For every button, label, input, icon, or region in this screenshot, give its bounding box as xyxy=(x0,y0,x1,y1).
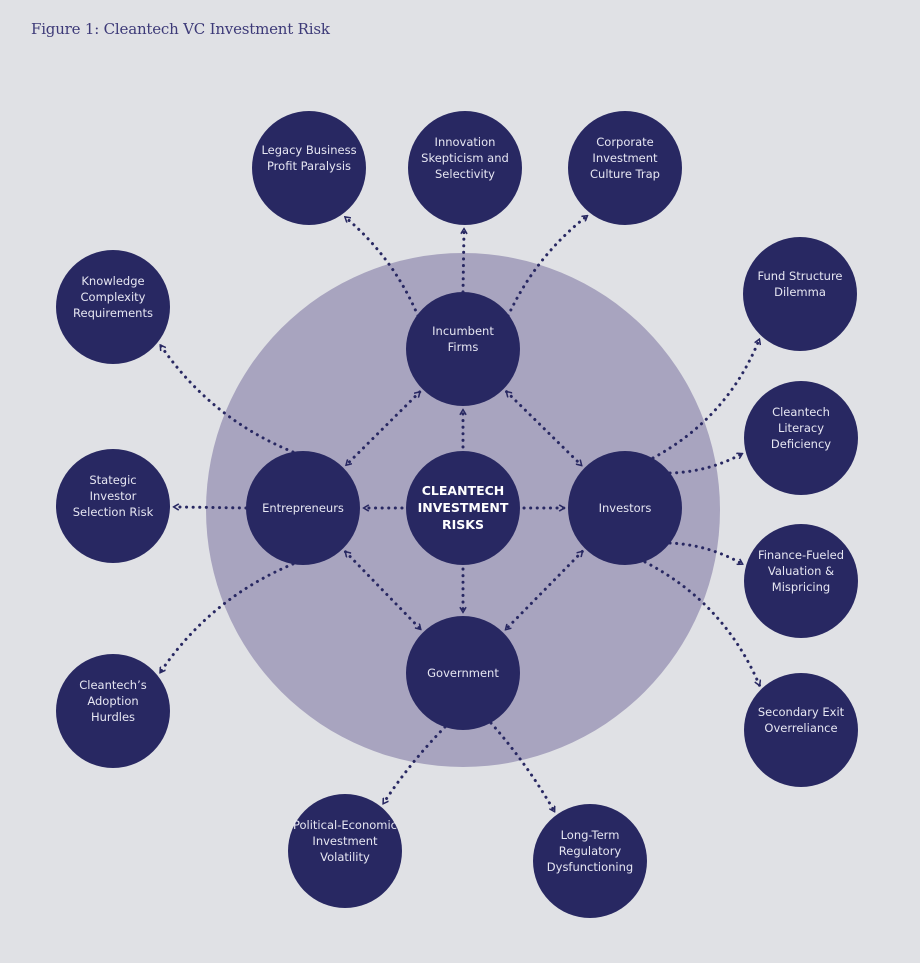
risk-node-knowledge-label: Knowledge xyxy=(81,274,144,288)
link-incumbent-innovation xyxy=(461,227,466,294)
risk-node-political-circle xyxy=(288,794,402,908)
risk-node-political-label: Volatility xyxy=(320,850,370,864)
link-entrepreneurs-adoption xyxy=(158,562,295,674)
risk-node-adoption-label: Adoption xyxy=(87,694,138,708)
risk-node-knowledge-circle xyxy=(56,250,170,364)
risk-node-knowledge-label: Complexity xyxy=(81,290,146,304)
risk-node-strategic-circle xyxy=(56,449,170,563)
actor-node-incumbent-circle xyxy=(406,292,520,406)
risk-node-adoption-circle xyxy=(56,654,170,768)
risk-node-legacy-label: Profit Paralysis xyxy=(267,159,351,173)
risk-node-adoption-label: Cleantech’s xyxy=(79,678,146,692)
actor-node-government: Government xyxy=(406,616,520,730)
risk-node-secondary-circle xyxy=(744,673,858,787)
risk-node-literacy-label: Cleantech xyxy=(772,405,830,419)
risk-node-finance-label: Finance-Fueled xyxy=(758,548,844,562)
nodes-layer: CLEANTECH INVESTMENT RISKS IncumbentFirmsEn… xyxy=(56,111,858,918)
risk-node-innovation-label: Innovation xyxy=(435,135,496,149)
link-investors-secondary xyxy=(643,560,761,687)
risk-node-finance-circle xyxy=(744,524,858,638)
center-node-label: INVESTMENT xyxy=(418,500,509,515)
risk-node-regulatory-label: Long-Term xyxy=(561,828,620,842)
link-incumbent-legacy xyxy=(343,215,420,318)
risk-node-fund-label: Dilemma xyxy=(774,285,826,299)
risk-node-strategic-label: Selection Risk xyxy=(73,505,154,519)
link-investors-literacy xyxy=(668,452,744,475)
risk-node-secondary-label: Secondary Exit xyxy=(758,705,845,719)
figure-title: Figure 1: Cleantech VC Investment Risk xyxy=(31,20,330,38)
risk-node-corporate-label: Investment xyxy=(592,151,658,165)
actor-node-incumbent-label: Firms xyxy=(448,340,479,354)
risk-node-strategic-label: Investor xyxy=(90,489,137,503)
risk-node-regulatory-circle xyxy=(533,804,647,918)
risk-node-strategic-label: Stategic xyxy=(89,473,136,487)
risk-node-secondary-label: Overreliance xyxy=(764,721,837,735)
actor-node-investors-label: Investors xyxy=(599,501,652,515)
risk-node-fund-label: Fund Structure xyxy=(757,269,842,283)
actor-node-investors-circle xyxy=(568,451,682,565)
risk-node-literacy-circle xyxy=(744,381,858,495)
risk-node-finance-label: Valuation & xyxy=(768,564,834,578)
link-investors-finance xyxy=(668,541,744,566)
links-layer xyxy=(158,214,761,812)
risk-node-corporate-circle xyxy=(568,111,682,225)
risk-node-literacy-label: Literacy xyxy=(778,421,824,435)
actor-node-entrepreneurs-label: Entrepreneurs xyxy=(262,501,344,515)
actor-node-incumbent-label: Incumbent xyxy=(432,324,494,338)
actor-node-entrepreneurs: Entrepreneurs xyxy=(246,451,360,565)
center-node-label: RISKS xyxy=(442,517,484,532)
risk-node-literacy-label: Deficiency xyxy=(771,437,831,451)
risk-node-corporate-label: Culture Trap xyxy=(590,167,660,181)
actor-node-entrepreneurs-circle xyxy=(246,451,360,565)
center-node: CLEANTECH INVESTMENT RISKS xyxy=(406,451,520,565)
risk-node-knowledge-label: Requirements xyxy=(73,306,153,320)
center-node-circle xyxy=(406,451,520,565)
risk-node-legacy-circle xyxy=(252,111,366,225)
risk-node-innovation-circle xyxy=(408,111,522,225)
link-investors-fund xyxy=(651,337,761,460)
risk-node-regulatory-label: Dysfunctioning xyxy=(547,860,633,874)
risk-node-political-label: Investment xyxy=(312,834,378,848)
link-entrepreneurs-strategic xyxy=(172,505,248,510)
actor-node-investors: Investors xyxy=(568,451,682,565)
risk-node-legacy-label: Legacy Business xyxy=(261,143,356,157)
center-node-label: CLEANTECH xyxy=(422,483,505,498)
actor-node-government-circle xyxy=(406,616,520,730)
risk-node-political-label: Political-Economic xyxy=(293,818,397,832)
risk-node-innovation-label: Skepticism and xyxy=(421,151,509,165)
risk-node-regulatory-label: Regulatory xyxy=(559,844,622,858)
link-incumbent-corporate xyxy=(506,214,589,318)
risk-node-fund-circle xyxy=(743,237,857,351)
link-entrepreneurs-knowledge xyxy=(159,343,295,454)
risk-node-finance-label: Mispricing xyxy=(772,580,830,594)
risk-node-corporate-label: Corporate xyxy=(596,135,654,149)
actor-node-government-label: Government xyxy=(427,666,499,680)
risk-node-adoption-label: Hurdles xyxy=(91,710,135,724)
risk-node-innovation-label: Selectivity xyxy=(435,167,495,181)
